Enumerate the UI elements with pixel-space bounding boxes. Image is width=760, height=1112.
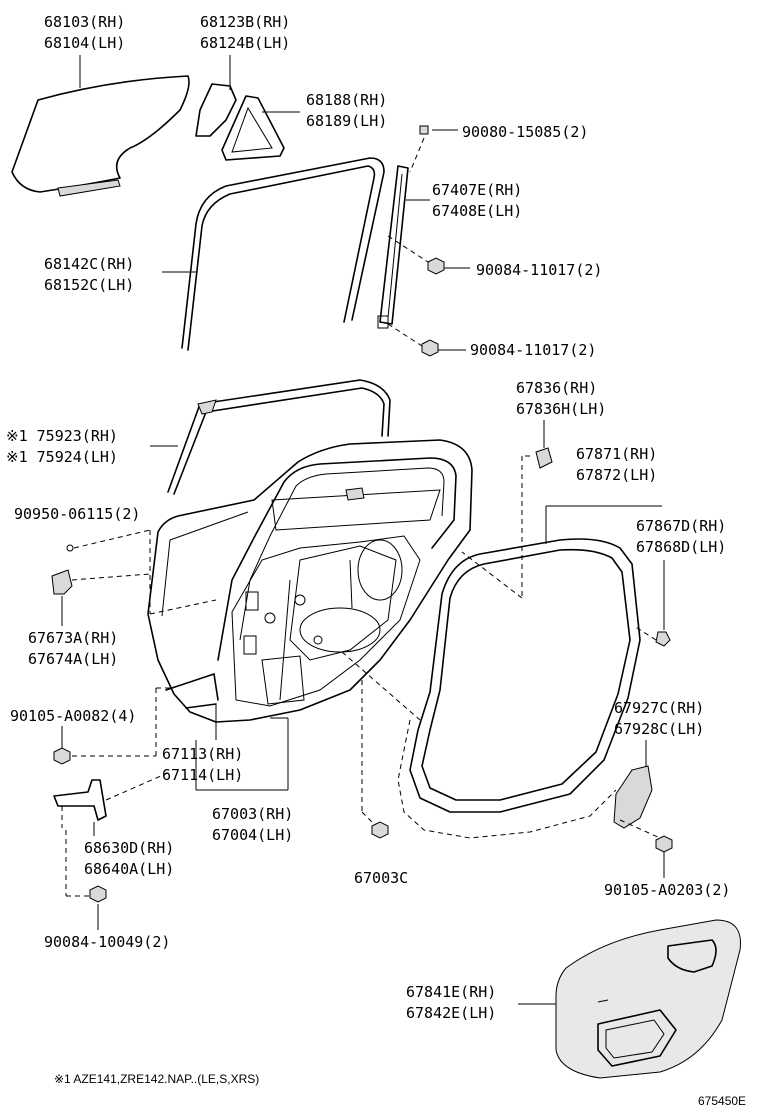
quarter-glass-part	[195, 55, 237, 137]
bracket-67673-part	[51, 569, 151, 626]
bolt-90084-upper-icon	[387, 235, 470, 275]
hinge-bolt-90105-icon	[53, 687, 170, 765]
label-68103: 68103(RH)68104(LH)	[44, 13, 126, 52]
label-67003: 67003(RH)67004(LH)	[212, 805, 294, 844]
bracket-67003-lead	[195, 717, 289, 791]
bolt-90084-10049-icon	[65, 830, 107, 930]
clip-67836-icon	[461, 420, 553, 599]
label-67836: 67836(RH)67836H(LH)	[516, 379, 607, 418]
label-75923: ※1 75923(RH)※1 75924(LH)	[6, 427, 118, 466]
label-68142c: 68142C(RH)68152C(LH)	[44, 255, 135, 294]
label-90950: 90950-06115(2)	[14, 505, 141, 523]
label-90105-a0203: 90105-A0203(2)	[604, 881, 731, 899]
service-hole-cover-part	[518, 919, 741, 1079]
door-panel-part	[147, 379, 473, 723]
door-glass-part	[11, 55, 190, 197]
footnote: ※1 AZE141,ZRE142.NAP..(LE,S,XRS)	[54, 1072, 260, 1086]
label-90084-lower: 90084-11017(2)	[470, 341, 597, 359]
hole-plug-67003C-icon	[361, 680, 389, 839]
label-68630d: 68630D(RH)68640A(LH)	[84, 839, 175, 878]
label-67867d: 67867D(RH)67868D(LH)	[636, 517, 727, 556]
diagram-code: 675450E	[698, 1094, 747, 1108]
glass-run-channel-part	[162, 157, 385, 351]
label-67927c: 67927C(RH)67928C(LH)	[614, 699, 705, 738]
screw-90080-icon	[409, 125, 458, 173]
door-check-hinge-part	[53, 771, 171, 836]
door-weatherstrip-part	[397, 505, 662, 839]
label-90084-10049: 90084-10049(2)	[44, 933, 171, 951]
bolt-90105-A0203-icon	[655, 835, 673, 878]
bolt-90084-lower-icon	[387, 323, 466, 357]
division-bar-part	[377, 165, 430, 329]
bracket-67927-part	[613, 740, 661, 839]
label-67113: 67113(RH)67114(LH)	[162, 745, 244, 784]
label-67871: 67871(RH)67872(LH)	[576, 445, 658, 484]
label-67841e: 67841E(RH)67842E(LH)	[406, 983, 497, 1022]
label-90084-upper: 90084-11017(2)	[476, 261, 603, 279]
clip-67867-icon	[633, 560, 671, 647]
label-67003c: 67003C	[354, 869, 409, 887]
label-67673a: 67673A(RH)67674A(LH)	[28, 629, 119, 668]
label-90080: 90080-15085(2)	[462, 123, 589, 141]
clip-90950-icon	[66, 529, 217, 615]
quarter-frame-part	[221, 95, 300, 161]
label-68188: 68188(RH)68189(LH)	[306, 91, 388, 130]
label-90105-a0082: 90105-A0082(4)	[10, 707, 137, 725]
label-67407e: 67407E(RH)67408E(LH)	[432, 181, 523, 220]
label-68123b: 68123B(RH)68124B(LH)	[200, 13, 291, 52]
